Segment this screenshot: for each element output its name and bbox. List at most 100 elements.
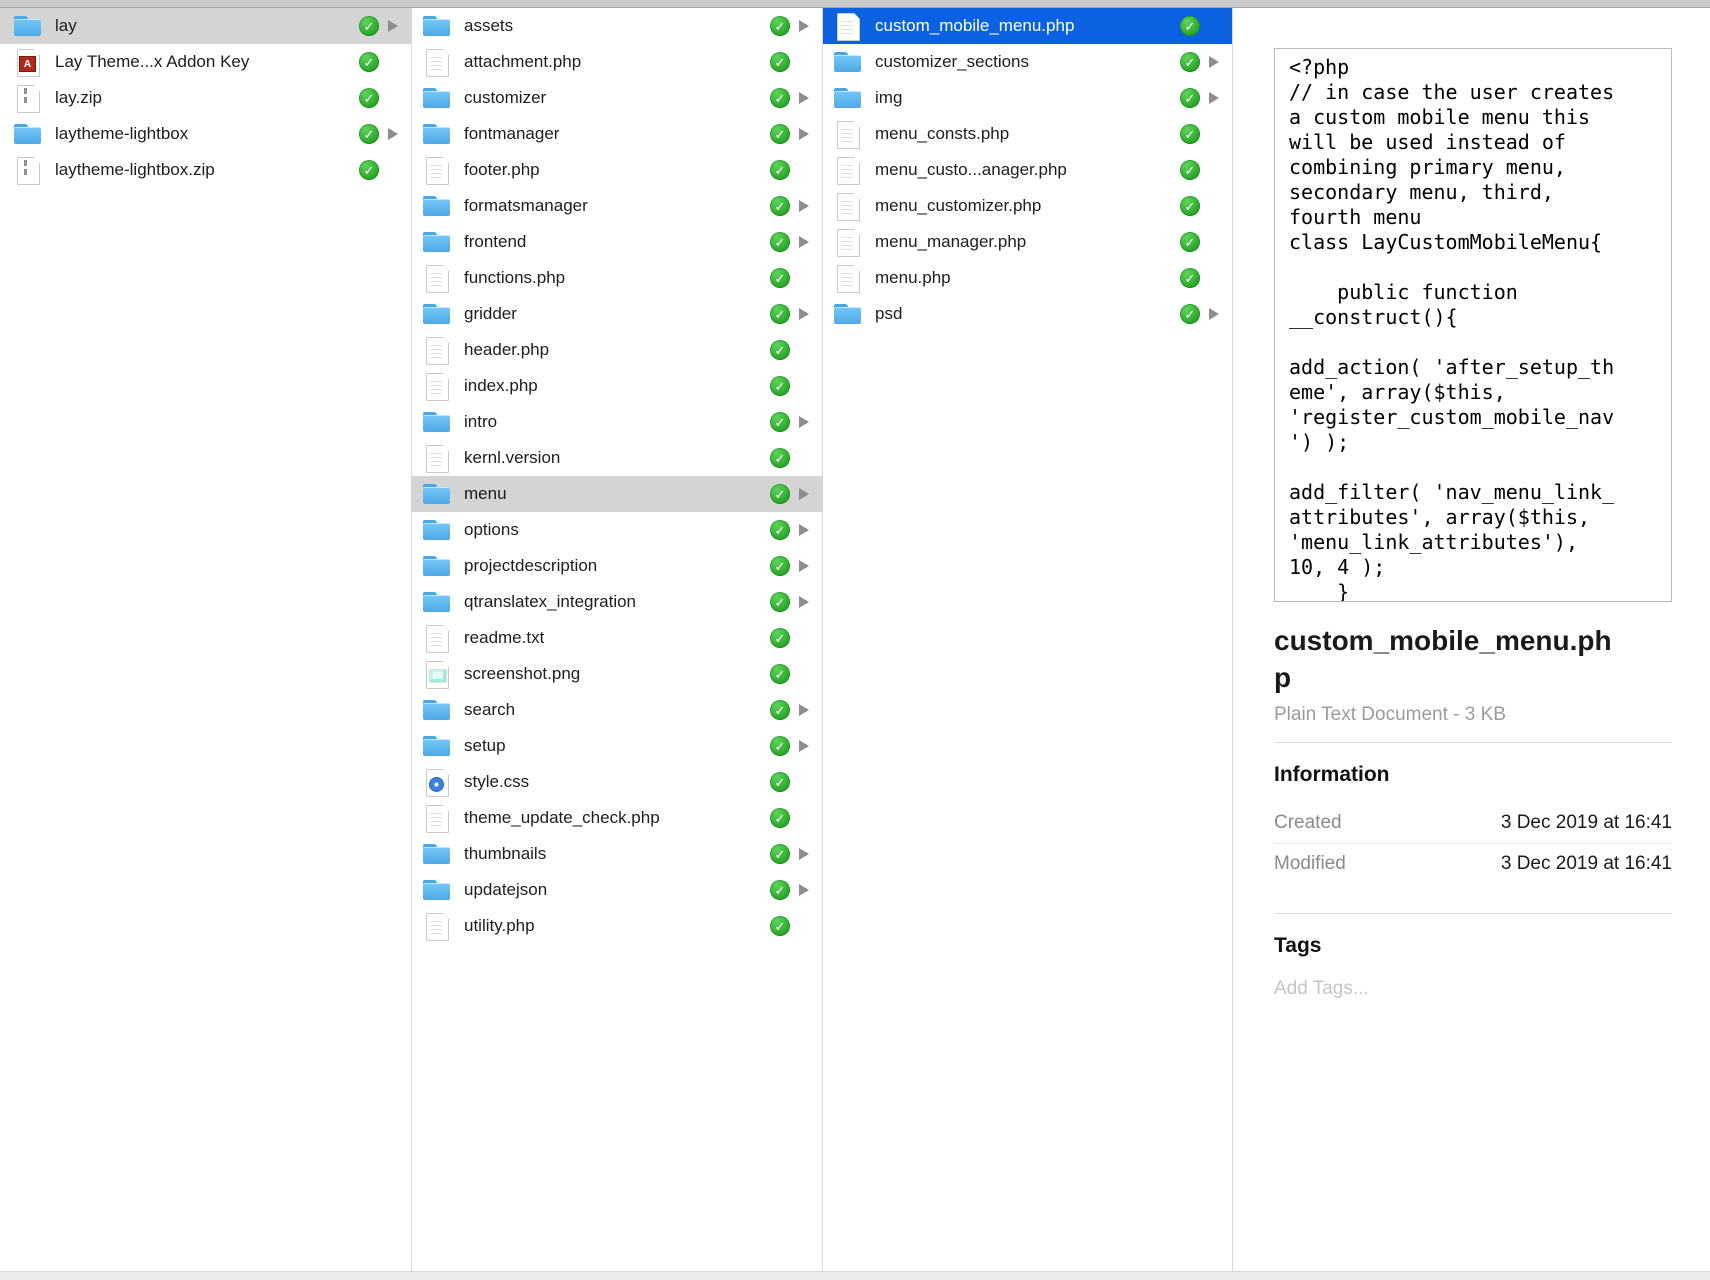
file-row[interactable]: projectdescription xyxy=(412,548,822,584)
sync-check-badge-icon xyxy=(770,160,790,180)
file-name: psd xyxy=(875,304,903,323)
arrow-slot xyxy=(799,54,814,70)
doc-icon xyxy=(422,48,452,76)
file-content-preview: <?php // in case the user creates a cust… xyxy=(1274,48,1672,602)
file-row[interactable]: intro xyxy=(412,404,822,440)
file-row[interactable]: fontmanager xyxy=(412,116,822,152)
file-row[interactable]: lay.zip xyxy=(0,80,411,116)
file-row[interactable]: menu_custo...anager.php xyxy=(823,152,1232,188)
disclosure-arrow-icon xyxy=(799,198,814,214)
file-row[interactable]: psd xyxy=(823,296,1232,332)
folder-icon xyxy=(13,12,43,40)
disclosure-arrow-icon xyxy=(1209,54,1224,70)
arrow-slot xyxy=(799,918,814,934)
file-name: customizer_sections xyxy=(875,52,1030,71)
folder-icon xyxy=(13,120,43,148)
file-row[interactable]: assets xyxy=(412,8,822,44)
file-name: gridder xyxy=(464,304,517,323)
img-icon xyxy=(422,660,452,688)
file-row[interactable]: options xyxy=(412,512,822,548)
sync-check-badge-icon xyxy=(770,304,790,324)
file-row[interactable]: attachment.php xyxy=(412,44,822,80)
file-row[interactable]: index.php xyxy=(412,368,822,404)
file-row[interactable]: laytheme-lightbox.zip xyxy=(0,152,411,188)
horizontal-scrollbar-track[interactable] xyxy=(0,1271,1710,1280)
doc-icon xyxy=(422,264,452,292)
toolbar-edge xyxy=(0,0,1710,8)
file-row[interactable]: qtranslatex_integration xyxy=(412,584,822,620)
file-name: options xyxy=(464,520,519,539)
folder-icon xyxy=(422,588,452,616)
sync-check-badge-icon xyxy=(770,232,790,252)
file-row[interactable]: menu_consts.php xyxy=(823,116,1232,152)
sync-check-badge-icon xyxy=(770,448,790,468)
file-row[interactable]: custom_mobile_menu.php xyxy=(823,8,1232,44)
sync-check-badge-icon xyxy=(770,700,790,720)
file-row[interactable]: menu_customizer.php xyxy=(823,188,1232,224)
file-list: assetsattachment.phpcustomizerfontmanage… xyxy=(412,8,822,944)
file-row[interactable]: updatejson xyxy=(412,872,822,908)
add-tags-field[interactable]: Add Tags... xyxy=(1274,978,1369,999)
file-row[interactable]: style.css xyxy=(412,764,822,800)
sync-check-badge-icon xyxy=(359,124,379,144)
file-row[interactable]: setup xyxy=(412,728,822,764)
folder-icon xyxy=(422,516,452,544)
file-row[interactable]: utility.php xyxy=(412,908,822,944)
column-parent: layLay Theme...x Addon Key lay.zip laythem… xyxy=(0,8,412,1271)
doc-icon xyxy=(833,156,863,184)
column-lay-contents: assetsattachment.phpcustomizerfontmanage… xyxy=(412,8,823,1271)
preview-kind-size: Plain Text Document - 3 KB xyxy=(1274,704,1506,725)
file-row[interactable]: menu.php xyxy=(823,260,1232,296)
file-row[interactable]: functions.php xyxy=(412,260,822,296)
file-row[interactable]: lay xyxy=(0,8,411,44)
file-name: readme.txt xyxy=(464,628,545,647)
file-row[interactable]: img xyxy=(823,80,1232,116)
folder-icon xyxy=(422,552,452,580)
file-name: index.php xyxy=(464,376,538,395)
disclosure-arrow-icon xyxy=(799,882,814,898)
modified-row: Modified 3 Dec 2019 at 16:41 xyxy=(1274,843,1672,883)
sync-check-badge-icon xyxy=(1180,160,1200,180)
arrow-slot xyxy=(799,810,814,826)
sync-check-badge-icon xyxy=(359,52,379,72)
preview-filename: custom_mobile_menu.php xyxy=(1274,625,1612,693)
file-row[interactable]: footer.php xyxy=(412,152,822,188)
file-row[interactable]: formatsmanager xyxy=(412,188,822,224)
sync-check-badge-icon xyxy=(770,88,790,108)
file-row[interactable]: customizer_sections xyxy=(823,44,1232,80)
file-row[interactable]: gridder xyxy=(412,296,822,332)
doc-icon xyxy=(422,804,452,832)
disclosure-arrow-icon xyxy=(799,486,814,502)
folder-icon xyxy=(833,84,863,112)
folder-icon xyxy=(422,876,452,904)
file-row[interactable]: menu xyxy=(412,476,822,512)
folder-icon xyxy=(422,300,452,328)
file-row[interactable]: screenshot.png xyxy=(412,656,822,692)
file-row[interactable]: header.php xyxy=(412,332,822,368)
file-row[interactable]: search xyxy=(412,692,822,728)
file-row[interactable]: kernl.version xyxy=(412,440,822,476)
sync-check-badge-icon xyxy=(770,520,790,540)
file-name: laytheme-lightbox.zip xyxy=(55,160,215,179)
arrow-slot xyxy=(799,630,814,646)
folder-icon xyxy=(422,732,452,760)
sync-check-badge-icon xyxy=(770,124,790,144)
sync-check-badge-icon xyxy=(1180,268,1200,288)
file-name: lay.zip xyxy=(55,88,102,107)
disclosure-arrow-icon xyxy=(799,234,814,250)
arrow-slot xyxy=(1209,234,1224,250)
file-row[interactable]: frontend xyxy=(412,224,822,260)
file-row[interactable]: theme_update_check.php xyxy=(412,800,822,836)
created-row: Created 3 Dec 2019 at 16:41 xyxy=(1274,803,1672,843)
file-row[interactable]: readme.txt xyxy=(412,620,822,656)
file-name: menu.php xyxy=(875,268,951,287)
pdf-icon xyxy=(13,48,43,76)
folder-icon xyxy=(422,192,452,220)
file-row[interactable]: laytheme-lightbox xyxy=(0,116,411,152)
file-row[interactable]: Lay Theme...x Addon Key xyxy=(0,44,411,80)
file-row[interactable]: menu_manager.php xyxy=(823,224,1232,260)
sync-check-badge-icon xyxy=(770,772,790,792)
file-row[interactable]: customizer xyxy=(412,80,822,116)
file-row[interactable]: thumbnails xyxy=(412,836,822,872)
folder-icon xyxy=(422,840,452,868)
